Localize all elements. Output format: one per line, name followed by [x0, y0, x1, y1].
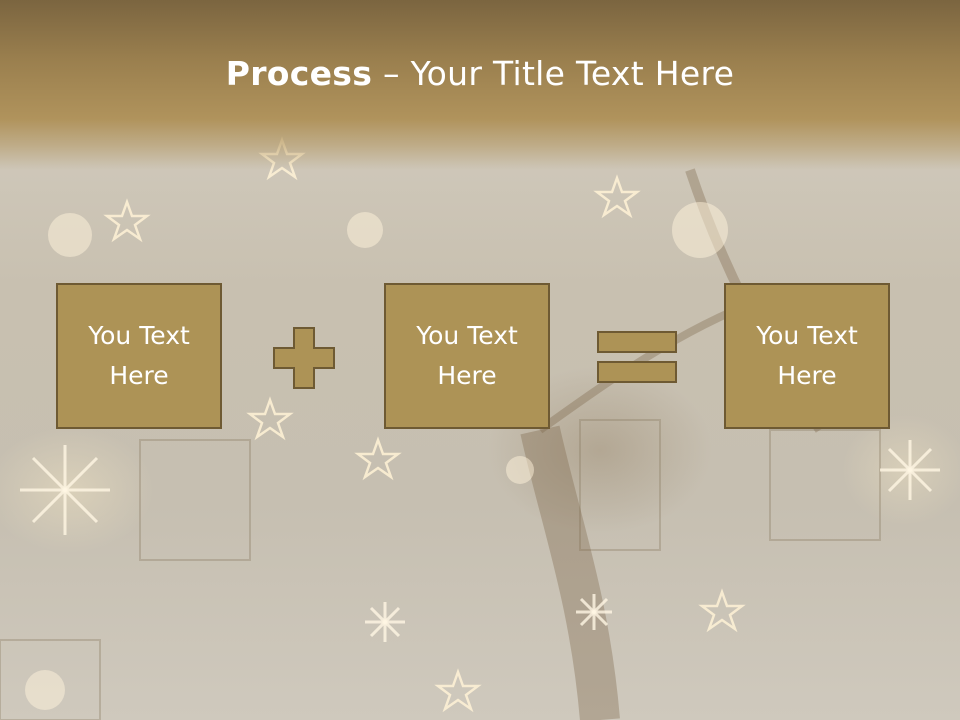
plus-icon [273, 327, 335, 389]
star-light-icon [354, 436, 402, 481]
equals-icon [597, 331, 677, 383]
light-glow [25, 670, 65, 710]
process-box-1-text: You Text Here [88, 321, 190, 390]
snowflake-light-icon [20, 445, 110, 535]
window-shape [579, 419, 661, 551]
snowflake-light-icon [880, 440, 940, 500]
snowflake-light-icon [576, 594, 612, 630]
star-light-icon [246, 396, 294, 441]
tree-trunk [520, 425, 620, 720]
star-light-icon [593, 174, 641, 219]
window-shape [769, 429, 881, 541]
process-box-1[interactable]: You Text Here [56, 283, 222, 429]
star-light-icon [698, 588, 746, 633]
snowflake-light-icon [365, 602, 405, 642]
light-glow [672, 202, 728, 258]
process-box-3-text: You Text Here [756, 321, 858, 390]
star-light-icon [434, 668, 482, 713]
title-separator: – [372, 54, 411, 93]
window-shape [139, 439, 251, 561]
process-box-2[interactable]: You Text Here [384, 283, 550, 429]
title-bold: Process [225, 54, 373, 93]
star-light-icon [103, 198, 151, 243]
process-box-2-text: You Text Here [416, 321, 518, 390]
light-glow [506, 456, 534, 484]
process-box-3[interactable]: You Text Here [724, 283, 890, 429]
window-shape [0, 639, 101, 720]
title-rest: Your Title Text Here [410, 54, 735, 93]
light-glow [347, 212, 383, 248]
header-band [0, 0, 960, 170]
page-title: Process – Your Title Text Here [0, 54, 960, 93]
light-glow [48, 213, 92, 257]
